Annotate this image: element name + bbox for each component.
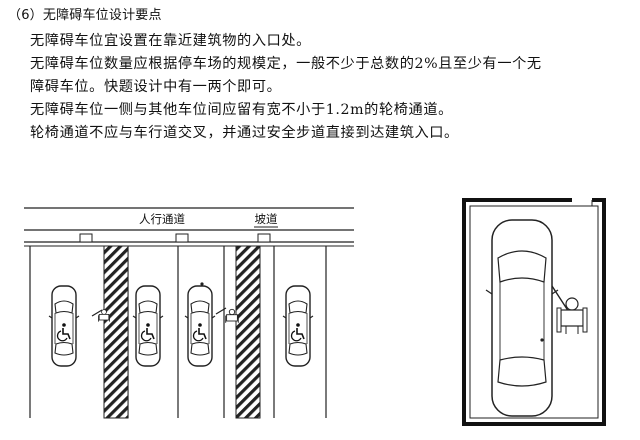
wheelchair-user-icon xyxy=(215,307,239,324)
walkway-label: 人行通道 xyxy=(139,212,185,226)
body-line-1: 无障碍车位宜设置在靠近建筑物的入口处。 xyxy=(30,33,311,49)
section-heading: （6）无障碍车位设计要点 xyxy=(8,8,162,23)
wheelchair-user-icon xyxy=(556,297,588,334)
body-line-2: 无障碍车位数量应根据停车场的规模定，一般不少于总数的2%且至少有一个无 xyxy=(30,56,542,72)
person-icon xyxy=(200,282,204,286)
body-text: 无障碍车位宜设置在靠近建筑物的入口处。 无障碍车位数量应根据停车场的规模定，一般… xyxy=(30,30,635,145)
garage-diagram xyxy=(462,198,606,426)
parking-layout-diagram: 人行通道 坡道 xyxy=(24,207,354,419)
body-line-3: 障碍车位。快题设计中有一两个即可。 xyxy=(30,79,282,95)
ramp-label: 坡道 xyxy=(255,212,278,226)
car-topview-icon xyxy=(485,219,579,417)
body-line-4: 无障碍车位一侧与其他车位间应留有宽不小于1.2m的轮椅通道。 xyxy=(30,102,453,118)
wheelchair-aisle xyxy=(235,245,261,419)
body-line-5: 轮椅通道不应与车行道交叉，并通过安全步道直接到达建筑入口。 xyxy=(30,125,459,141)
wheelchair-aisle xyxy=(103,245,129,419)
wheelchair-user-icon xyxy=(91,309,110,323)
